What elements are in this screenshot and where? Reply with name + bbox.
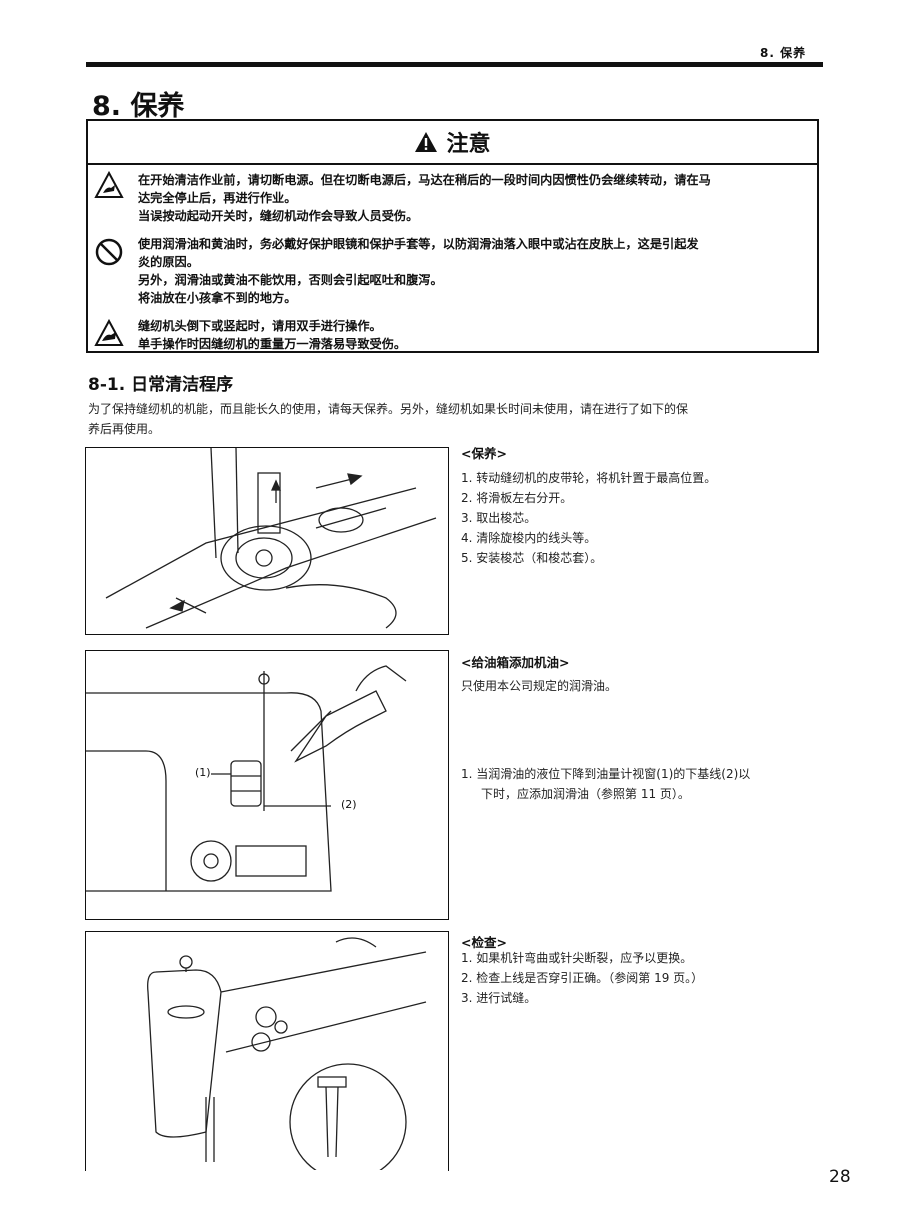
hand-hazard-icon [94, 318, 124, 351]
section-intro: 为了保持缝纫机的机能，而且能长久的使用，请每天保养。另外，缝纫机如果长时间未使用… [88, 399, 820, 439]
caution-text-line: 达完全停止后，再进行作业。 [138, 191, 297, 205]
caution-text-line: 缝纫机头倒下或竖起时，请用双手进行操作。 [138, 319, 382, 333]
page-number: 28 [829, 1167, 851, 1187]
figure-needle-check [85, 931, 449, 1181]
step-item: 4. 清除旋梭内的线头等。 [461, 531, 597, 545]
figure-hook-cleaning [85, 447, 449, 635]
prohibition-icon [94, 237, 124, 271]
caution-text-line: 将油放在小孩拿不到的地方。 [138, 291, 297, 305]
caution-item-2: 使用润滑油和黄油时，务必戴好保护眼镜和保护手套等，以防润滑油落入眼中或沾在皮肤上… [138, 235, 809, 307]
caution-text-line: 炎的原因。 [138, 255, 199, 269]
caution-heading: 注意 [88, 121, 817, 165]
step-item: 3. 进行试缝。 [461, 991, 537, 1005]
caution-text-line: 使用润滑油和黄油时，务必戴好保护眼镜和保护手套等，以防润滑油落入眼中或沾在皮肤上… [138, 237, 699, 251]
callout-label-1: (1) [195, 766, 211, 779]
caution-text-line: 当误按动起动开关时，缝纫机动作会导致人员受伤。 [138, 209, 419, 223]
check-steps: 1. 如果机针弯曲或针尖断裂，应予以更换。 2. 检查上线是否穿引正确。（参阅第… [461, 948, 703, 1008]
caution-item-1: 在开始清洁作业前，请切断电源。但在切断电源后，马达在稍后的一段时间内因惯性仍会继… [138, 171, 809, 225]
section-header-label: 8. 保养 [760, 46, 807, 60]
check-heading: <检查> [461, 935, 507, 950]
maintenance-heading: <保养> [461, 446, 507, 461]
oil-step: 1. 当润滑油的液位下降到油量计视窗(1)的下基线(2)以 下时，应添加润滑油（… [461, 764, 750, 804]
step-item: 2. 检查上线是否穿引正确。（参阅第 19 页。） [461, 971, 704, 985]
oil-heading: <给油箱添加机油> [461, 655, 570, 670]
oil-note: 只使用本公司规定的润滑油。 [461, 679, 618, 693]
header-rule [86, 62, 823, 67]
caution-item-3: 缝纫机头倒下或竖起时，请用双手进行操作。 单手操作时因缝纫机的重量万一滑落易导致… [138, 317, 809, 353]
intro-line: 为了保持缝纫机的机能，而且能长久的使用，请每天保养。另外，缝纫机如果长时间未使用… [88, 402, 689, 416]
step-item: 下时，应添加润滑油（参照第 11 页）。 [481, 787, 690, 801]
caution-text-line: 在开始清洁作业前，请切断电源。但在切断电源后，马达在稍后的一段时间内因惯性仍会继… [138, 173, 711, 187]
step-item: 1. 转动缝纫机的皮带轮，将机针置于最高位置。 [461, 471, 717, 485]
section-title: 8-1. 日常清洁程序 [88, 375, 234, 395]
caution-text-line: 另外，润滑油或黄油不能饮用，否则会引起呕吐和腹泻。 [138, 273, 443, 287]
caution-title: 注意 [446, 132, 491, 157]
step-item: 5. 安装梭芯（和梭芯套）。 [461, 551, 603, 565]
step-item: 3. 取出梭芯。 [461, 511, 537, 525]
intro-line: 养后再使用。 [88, 422, 161, 436]
maintenance-steps: 1. 转动缝纫机的皮带轮，将机针置于最高位置。 2. 将滑板左右分开。 3. 取… [461, 468, 716, 568]
step-item: 1. 当润滑油的液位下降到油量计视窗(1)的下基线(2)以 [461, 767, 751, 781]
step-item: 2. 将滑板左右分开。 [461, 491, 573, 505]
step-item: 1. 如果机针弯曲或针尖断裂，应予以更换。 [461, 951, 693, 965]
figure-oil-reservoir [85, 650, 449, 920]
hand-hazard-icon [94, 170, 124, 203]
warning-triangle-icon [415, 132, 438, 152]
page-title: 8. 保养 [92, 91, 185, 122]
callout-label-2: (2) [341, 798, 357, 811]
caution-box: 注意 在开始清洁作业前，请切断电源。但在切断电源后，马达在稍后的一段时间内因惯性… [86, 119, 819, 353]
caution-text-line: 单手操作时因缝纫机的重量万一滑落易导致受伤。 [138, 337, 407, 351]
